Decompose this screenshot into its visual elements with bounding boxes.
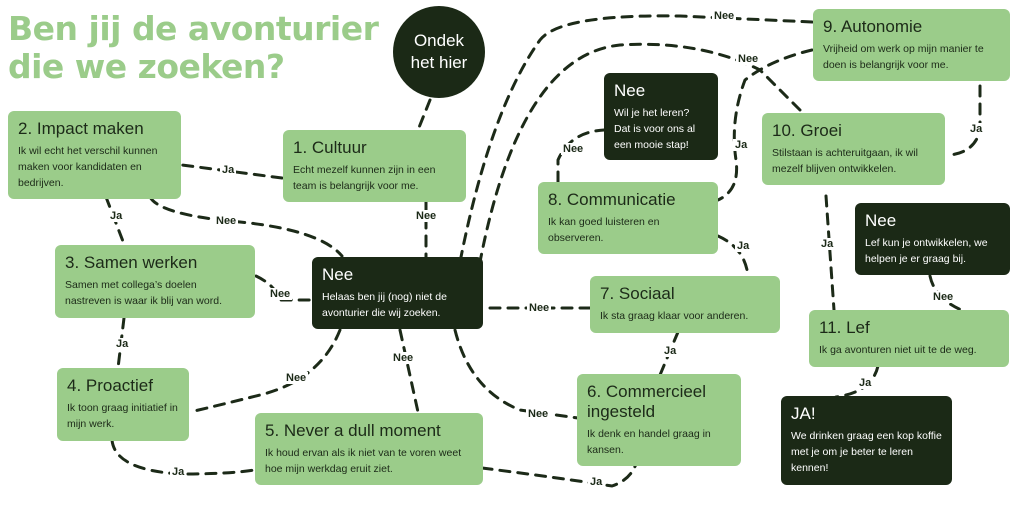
node-1-cultuur: 1. Cultuur Echt mezelf kunnen zijn in ee… bbox=[283, 130, 466, 202]
node-6-commercieel: 6. Commercieel ingesteld Ik denk en hand… bbox=[577, 374, 741, 466]
result-text: Wil je het leren? Dat is voor ons al een… bbox=[614, 107, 696, 151]
node-11-lef: 11. Lef Ik ga avonturen niet uit te de w… bbox=[809, 310, 1009, 367]
start-line-1: Ondek bbox=[413, 31, 465, 50]
edge-label-nee: Nee bbox=[526, 408, 551, 420]
edge-label-ja: Ja bbox=[819, 238, 836, 250]
start-line-2: het hier bbox=[410, 53, 468, 72]
node-8-communicatie: 8. Communicatie Ik kan goed luisteren en… bbox=[538, 182, 718, 254]
node-title: 1. Cultuur bbox=[293, 138, 367, 157]
node-title: 8. Communicatie bbox=[548, 190, 676, 209]
node-text: Ik ga avonturen niet uit te de weg. bbox=[819, 344, 977, 356]
node-2-impact-maken: 2. Impact maken Ik wil echt het verschil… bbox=[8, 111, 181, 199]
title-line-2: die we zoeken? bbox=[8, 47, 285, 86]
edge-1-2 bbox=[180, 163, 284, 180]
result-nee-lef: Nee Lef kun je ontwikkelen, we helpen je… bbox=[855, 203, 1010, 275]
node-title: 10. Groei bbox=[772, 121, 842, 140]
node-title: 6. Commercieel ingesteld bbox=[587, 382, 707, 421]
edge-label-nee: Nee bbox=[527, 302, 552, 314]
edge-label-ja: Ja bbox=[170, 466, 187, 478]
edge-label-nee: Nee bbox=[561, 143, 586, 155]
edge-9-10 bbox=[948, 84, 982, 157]
result-title: JA! bbox=[791, 404, 816, 423]
edge-2-nee bbox=[148, 195, 344, 258]
edge-label-nee: Nee bbox=[736, 53, 761, 65]
page-title: Ben jij de avonturier die we zoeken? bbox=[8, 9, 379, 86]
node-title: 3. Samen werken bbox=[65, 253, 198, 272]
edge-label-nee: Nee bbox=[414, 210, 439, 222]
node-text: Ik kan goed luisteren en observeren. bbox=[548, 216, 660, 244]
edge-label-ja: Ja bbox=[588, 476, 605, 488]
edge-label-nee: Nee bbox=[284, 372, 309, 384]
node-text: Ik houd ervan als ik niet van te voren w… bbox=[265, 447, 462, 475]
edge-label-ja: Ja bbox=[108, 210, 125, 222]
result-title: Nee bbox=[614, 81, 646, 100]
node-title: 7. Sociaal bbox=[600, 284, 675, 303]
node-text: Vrijheid om werk op mijn manier te doen … bbox=[823, 43, 984, 71]
start-node: Ondek het hier bbox=[393, 6, 485, 98]
node-5-never-a-dull-moment: 5. Never a dull moment Ik houd ervan als… bbox=[255, 413, 483, 485]
result-nee-main: Nee Helaas ben jij (nog) niet de avontur… bbox=[312, 257, 483, 329]
title-line-1: Ben jij de avonturier bbox=[8, 9, 379, 48]
result-nee-communicatie: Nee Wil je het leren? Dat is voor ons al… bbox=[604, 73, 718, 160]
edge-label-nee: Nee bbox=[268, 288, 293, 300]
edge-label-ja: Ja bbox=[735, 240, 752, 252]
node-10-groei: 10. Groei Stilstaan is achteruitgaan, ik… bbox=[762, 113, 945, 185]
edge-label-ja: Ja bbox=[857, 377, 874, 389]
edge-label-ja: Ja bbox=[220, 164, 237, 176]
result-title: Nee bbox=[865, 211, 897, 230]
node-7-sociaal: 7. Sociaal Ik sta graag klaar voor ander… bbox=[590, 276, 780, 333]
edge-10-nee bbox=[478, 42, 802, 264]
node-title: 11. Lef bbox=[819, 318, 870, 337]
edge-nee-4 bbox=[188, 328, 342, 414]
result-text: We drinken graag een kop koffie met je o… bbox=[791, 430, 942, 474]
node-text: Stilstaan is achteruitgaan, ik wil mezel… bbox=[772, 147, 918, 175]
edge-label-nee: Nee bbox=[931, 291, 956, 303]
result-ja: JA! We drinken graag een kop koffie met … bbox=[781, 396, 952, 485]
result-text: Lef kun je ontwikkelen, we helpen je er … bbox=[865, 237, 988, 265]
edge-label-ja: Ja bbox=[662, 345, 679, 357]
node-text: Echt mezelf kunnen zijn in een team is b… bbox=[293, 164, 436, 192]
edge-nee-5 bbox=[398, 328, 420, 414]
edge-9-nee bbox=[458, 14, 814, 264]
node-title: 4. Proactief bbox=[67, 376, 153, 395]
edge-label-ja: Ja bbox=[733, 139, 750, 151]
node-title: 5. Never a dull moment bbox=[265, 421, 441, 440]
node-title: 9. Autonomie bbox=[823, 17, 923, 36]
edge-nee-6 bbox=[453, 328, 580, 420]
node-text: Ik wil echt het verschil kunnen maken vo… bbox=[18, 145, 158, 189]
edge-label-ja: Ja bbox=[114, 338, 131, 350]
result-text: Helaas ben jij (nog) niet de avonturier … bbox=[322, 291, 447, 319]
edge-label-ja: Ja bbox=[968, 123, 985, 135]
edge-start-1 bbox=[416, 98, 432, 132]
node-3-samen-werken: 3. Samen werken Samen met collega’s doel… bbox=[55, 245, 255, 318]
result-title: Nee bbox=[322, 265, 354, 284]
edge-label-nee: Nee bbox=[712, 10, 737, 22]
node-9-autonomie: 9. Autonomie Vrijheid om werk op mijn ma… bbox=[813, 9, 1010, 81]
node-text: Ik toon graag initiatief in mijn werk. bbox=[67, 402, 178, 430]
edge-8-neecomm bbox=[556, 128, 606, 184]
node-text: Ik denk en handel graag in kansen. bbox=[587, 428, 711, 456]
node-text: Ik sta graag klaar voor anderen. bbox=[600, 310, 749, 322]
edge-5-6 bbox=[480, 462, 638, 488]
edge-10-11 bbox=[824, 194, 836, 312]
edge-8-7 bbox=[716, 234, 750, 278]
node-title: 2. Impact maken bbox=[18, 119, 144, 138]
node-4-proactief: 4. Proactief Ik toon graag initiatief in… bbox=[57, 368, 189, 441]
edge-label-nee: Nee bbox=[391, 352, 416, 364]
node-text: Samen met collega’s doelen nastreven is … bbox=[65, 279, 222, 307]
edge-label-nee: Nee bbox=[214, 215, 239, 227]
edge-9-8 bbox=[716, 48, 814, 202]
